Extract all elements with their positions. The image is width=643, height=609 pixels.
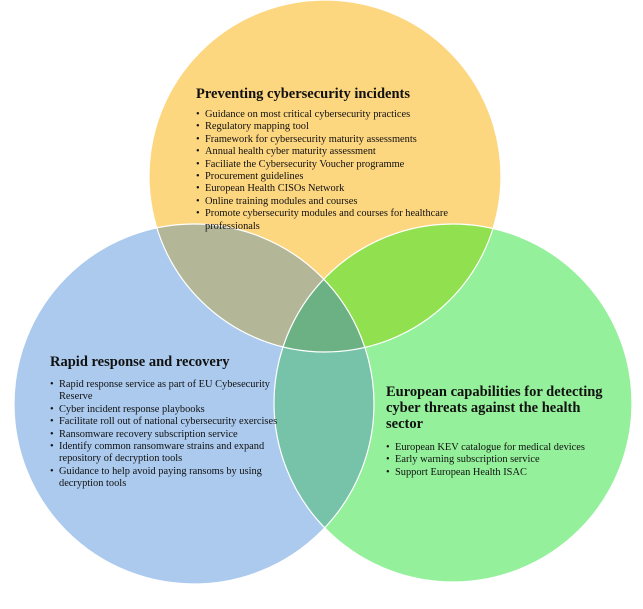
list-item: Annual health cyber maturity assessment bbox=[196, 146, 458, 159]
left-circle-outline bbox=[13, 223, 375, 585]
list-item: Guidance on most critical cybersecurity … bbox=[196, 109, 458, 122]
list-item: Regulatory mapping tool bbox=[196, 121, 458, 134]
list-item: Ransomware recovery subscription service bbox=[50, 429, 278, 442]
detection-capabilities-title: European capabilities for detecting cybe… bbox=[386, 384, 603, 432]
preventing-incidents-list: Guidance on most critical cybersecurity … bbox=[196, 109, 458, 233]
list-item: Promote cybersecurity modules and course… bbox=[196, 208, 458, 233]
list-item: European KEV catalogue for medical devic… bbox=[386, 442, 616, 455]
rapid-response-block: Rapid response and recovery Rapid respon… bbox=[50, 354, 278, 491]
list-item: Online training modules and courses bbox=[196, 196, 458, 209]
rapid-response-title: Rapid response and recovery bbox=[50, 354, 230, 370]
top-right-overlap bbox=[274, 224, 501, 352]
list-item: Faciliate the Cybersecurity Voucher prog… bbox=[196, 159, 458, 172]
preventing-incidents-block: Preventing cybersecurity incidents Guida… bbox=[196, 86, 458, 233]
list-item: Rapid response service as part of EU Cyb… bbox=[50, 379, 278, 404]
top-left-overlap bbox=[149, 224, 374, 352]
preventing-incidents-title: Preventing cybersecurity incidents bbox=[196, 86, 410, 102]
list-item: Identify common ransomware strains and e… bbox=[50, 441, 278, 466]
list-item: Procurement guidelines bbox=[196, 171, 458, 184]
detection-capabilities-list: European KEV catalogue for medical devic… bbox=[386, 442, 616, 480]
list-item: Facilitate roll out of national cybersec… bbox=[50, 416, 278, 429]
list-item: Cyber incident response playbooks bbox=[50, 404, 278, 417]
list-item: Guidance to help avoid paying ransoms by… bbox=[50, 466, 278, 491]
rapid-response-list: Rapid response service as part of EU Cyb… bbox=[50, 379, 278, 491]
top-circle-outline bbox=[148, 0, 502, 353]
list-item: Support European Health ISAC bbox=[386, 467, 616, 480]
list-item: Early warning subscription service bbox=[386, 454, 616, 467]
detection-capabilities-block: European capabilities for detecting cybe… bbox=[386, 384, 616, 480]
list-item: European Health CISOs Network bbox=[196, 183, 458, 196]
list-item: Framework for cybersecurity maturity ass… bbox=[196, 134, 458, 147]
